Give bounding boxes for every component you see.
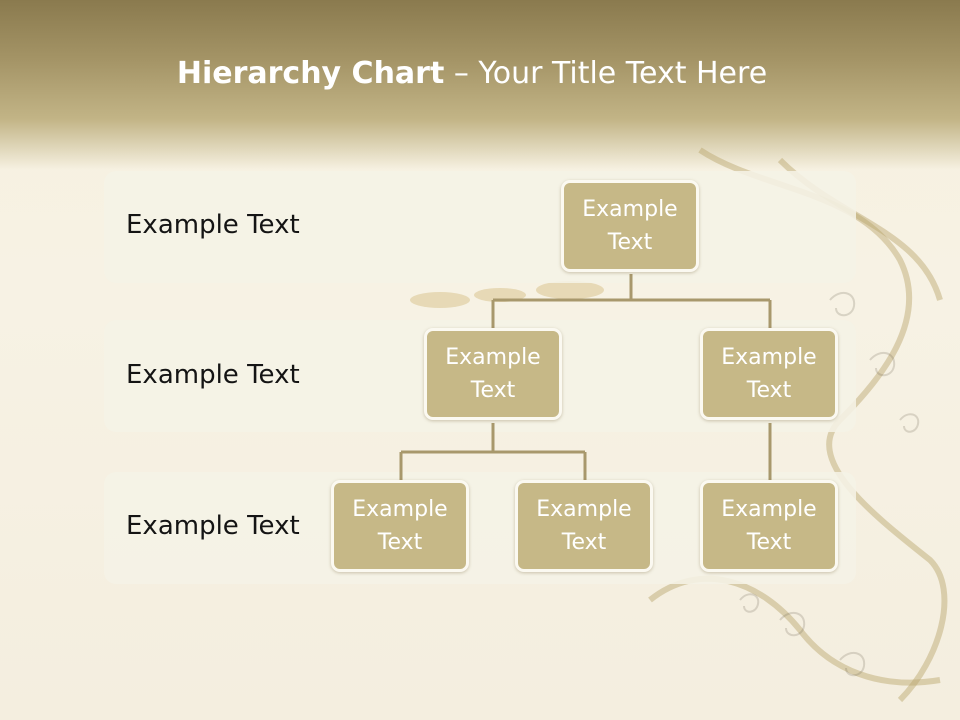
slide-title: Hierarchy Chart – Your Title Text Here: [0, 56, 944, 91]
node-level3-left-a: Example Text: [331, 480, 469, 572]
row-label-3: Example Text: [126, 511, 300, 541]
node-level2-right: Example Text: [700, 328, 838, 420]
row-band-1: [104, 171, 856, 283]
row-label-2: Example Text: [126, 360, 300, 390]
node-level3-left-b: Example Text: [515, 480, 653, 572]
row-label-1: Example Text: [126, 210, 300, 240]
node-level3-right: Example Text: [700, 480, 838, 572]
node-root: Example Text: [561, 180, 699, 272]
title-rest: – Your Title Text Here: [444, 56, 768, 91]
node-level2-left: Example Text: [424, 328, 562, 420]
title-bold: Hierarchy Chart: [176, 56, 445, 91]
header-band: [0, 0, 960, 170]
